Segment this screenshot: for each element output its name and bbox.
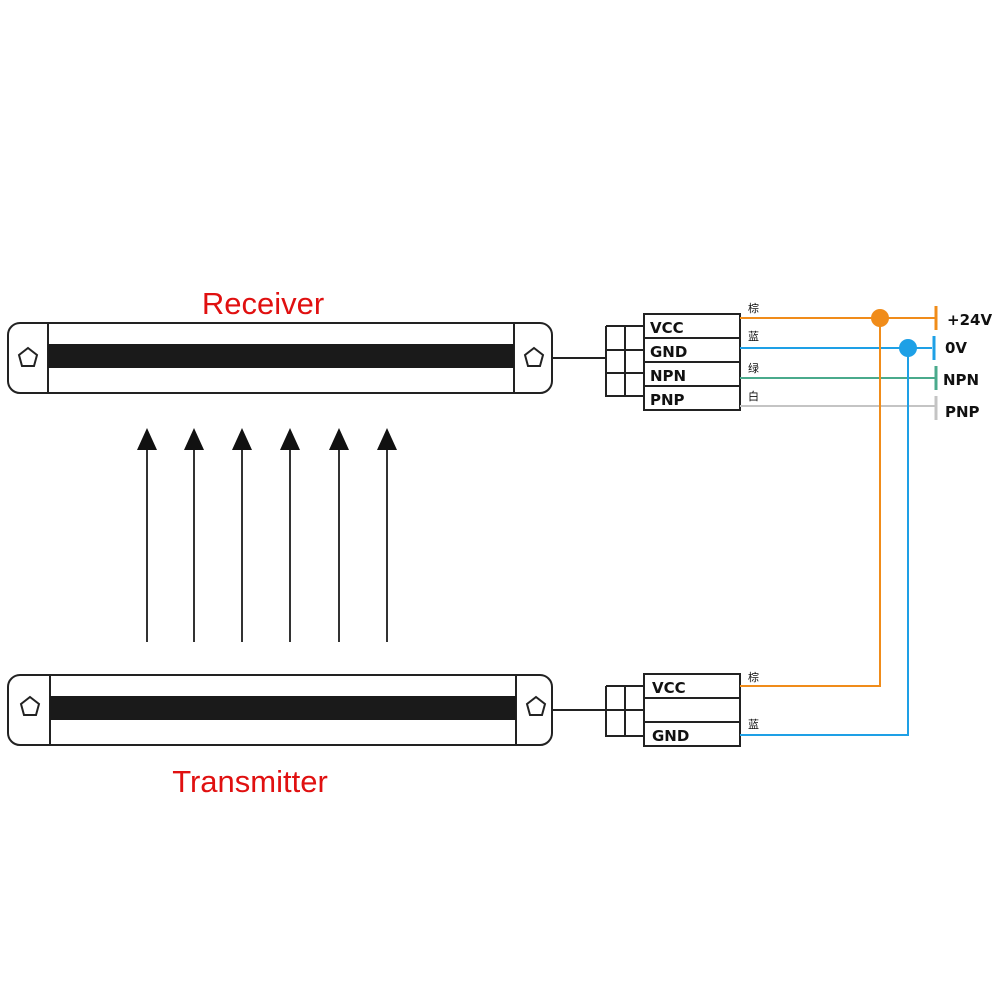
receiver-connector: VCC GND NPN PNP bbox=[552, 313, 741, 411]
transmitter-bar bbox=[7, 674, 553, 746]
receiver-bar bbox=[7, 322, 553, 394]
beam-arrow-icon bbox=[377, 428, 397, 642]
transmitter-wire-color-gnd: 蓝 bbox=[748, 718, 759, 731]
receiver-pin-pnp: PNP bbox=[650, 391, 685, 409]
receiver-wire-color-vcc: 棕 bbox=[748, 301, 759, 315]
transmitter-wire-color-vcc: 棕 bbox=[748, 670, 759, 684]
vcc-junction-dot bbox=[871, 309, 889, 327]
beam-arrow-icon bbox=[232, 428, 252, 642]
supply-label-0v: 0V bbox=[945, 339, 967, 357]
receiver-pin-vcc: VCC bbox=[650, 319, 684, 337]
pentagon-screw-icon bbox=[523, 346, 545, 367]
transmitter-pin-gnd: GND bbox=[652, 727, 689, 745]
receiver-wire-color-gnd: 蓝 bbox=[748, 330, 759, 343]
beam-arrow-icon bbox=[184, 428, 204, 642]
receiver-wire-color-npn: 绿 bbox=[748, 361, 759, 375]
gnd-junction-dot bbox=[899, 339, 917, 357]
beam-arrows bbox=[137, 428, 397, 642]
wire-color-labels: 棕 蓝 绿 白 棕 蓝 bbox=[748, 301, 759, 731]
receiver-wire-color-pnp: 白 bbox=[748, 389, 759, 403]
pentagon-screw-icon bbox=[19, 695, 41, 716]
pentagon-screw-icon bbox=[525, 695, 547, 716]
transmitter-title: Transmitter bbox=[172, 764, 328, 799]
receiver-pin-gnd: GND bbox=[650, 343, 687, 361]
beam-arrow-icon bbox=[137, 428, 157, 642]
transmitter-wire-vcc bbox=[740, 318, 881, 687]
receiver-pin-npn: NPN bbox=[650, 367, 686, 385]
supply-label-pnp: PNP bbox=[945, 403, 980, 421]
transmitter-pin-vcc: VCC bbox=[652, 679, 686, 697]
transmitter-wire-gnd bbox=[740, 348, 909, 736]
supply-label-plus24v: +24V bbox=[947, 311, 992, 329]
supply-terminals: +24V 0V NPN PNP bbox=[932, 306, 992, 421]
receiver-title: Receiver bbox=[202, 286, 324, 321]
beam-arrow-icon bbox=[329, 428, 349, 642]
supply-label-npn: NPN bbox=[943, 371, 979, 389]
beam-arrow-icon bbox=[280, 428, 300, 642]
pentagon-screw-icon bbox=[17, 346, 39, 367]
wires bbox=[740, 309, 936, 736]
transmitter-connector: VCC GND bbox=[552, 673, 741, 747]
